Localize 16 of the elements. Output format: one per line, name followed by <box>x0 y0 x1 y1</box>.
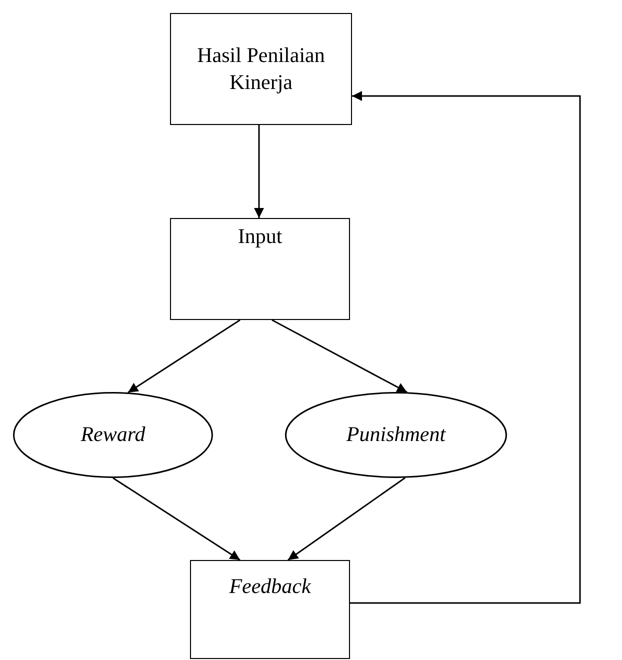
process-box <box>190 560 350 659</box>
process-box <box>170 13 352 125</box>
arrow <box>254 125 264 218</box>
arrow <box>128 319 240 394</box>
node-label: Hasil Penilaian Kinerja <box>196 42 326 96</box>
arrow <box>112 477 240 561</box>
node-label: Reward <box>80 421 146 448</box>
arrow <box>350 91 581 604</box>
arrow <box>288 477 406 561</box>
node-label: Feedback <box>229 573 311 600</box>
ellipse-node <box>285 392 507 478</box>
node-label: Punishment <box>346 421 446 448</box>
process-box <box>170 218 350 320</box>
node-label: Input <box>238 223 282 250</box>
arrow <box>272 319 408 393</box>
ellipse-node <box>13 392 213 478</box>
